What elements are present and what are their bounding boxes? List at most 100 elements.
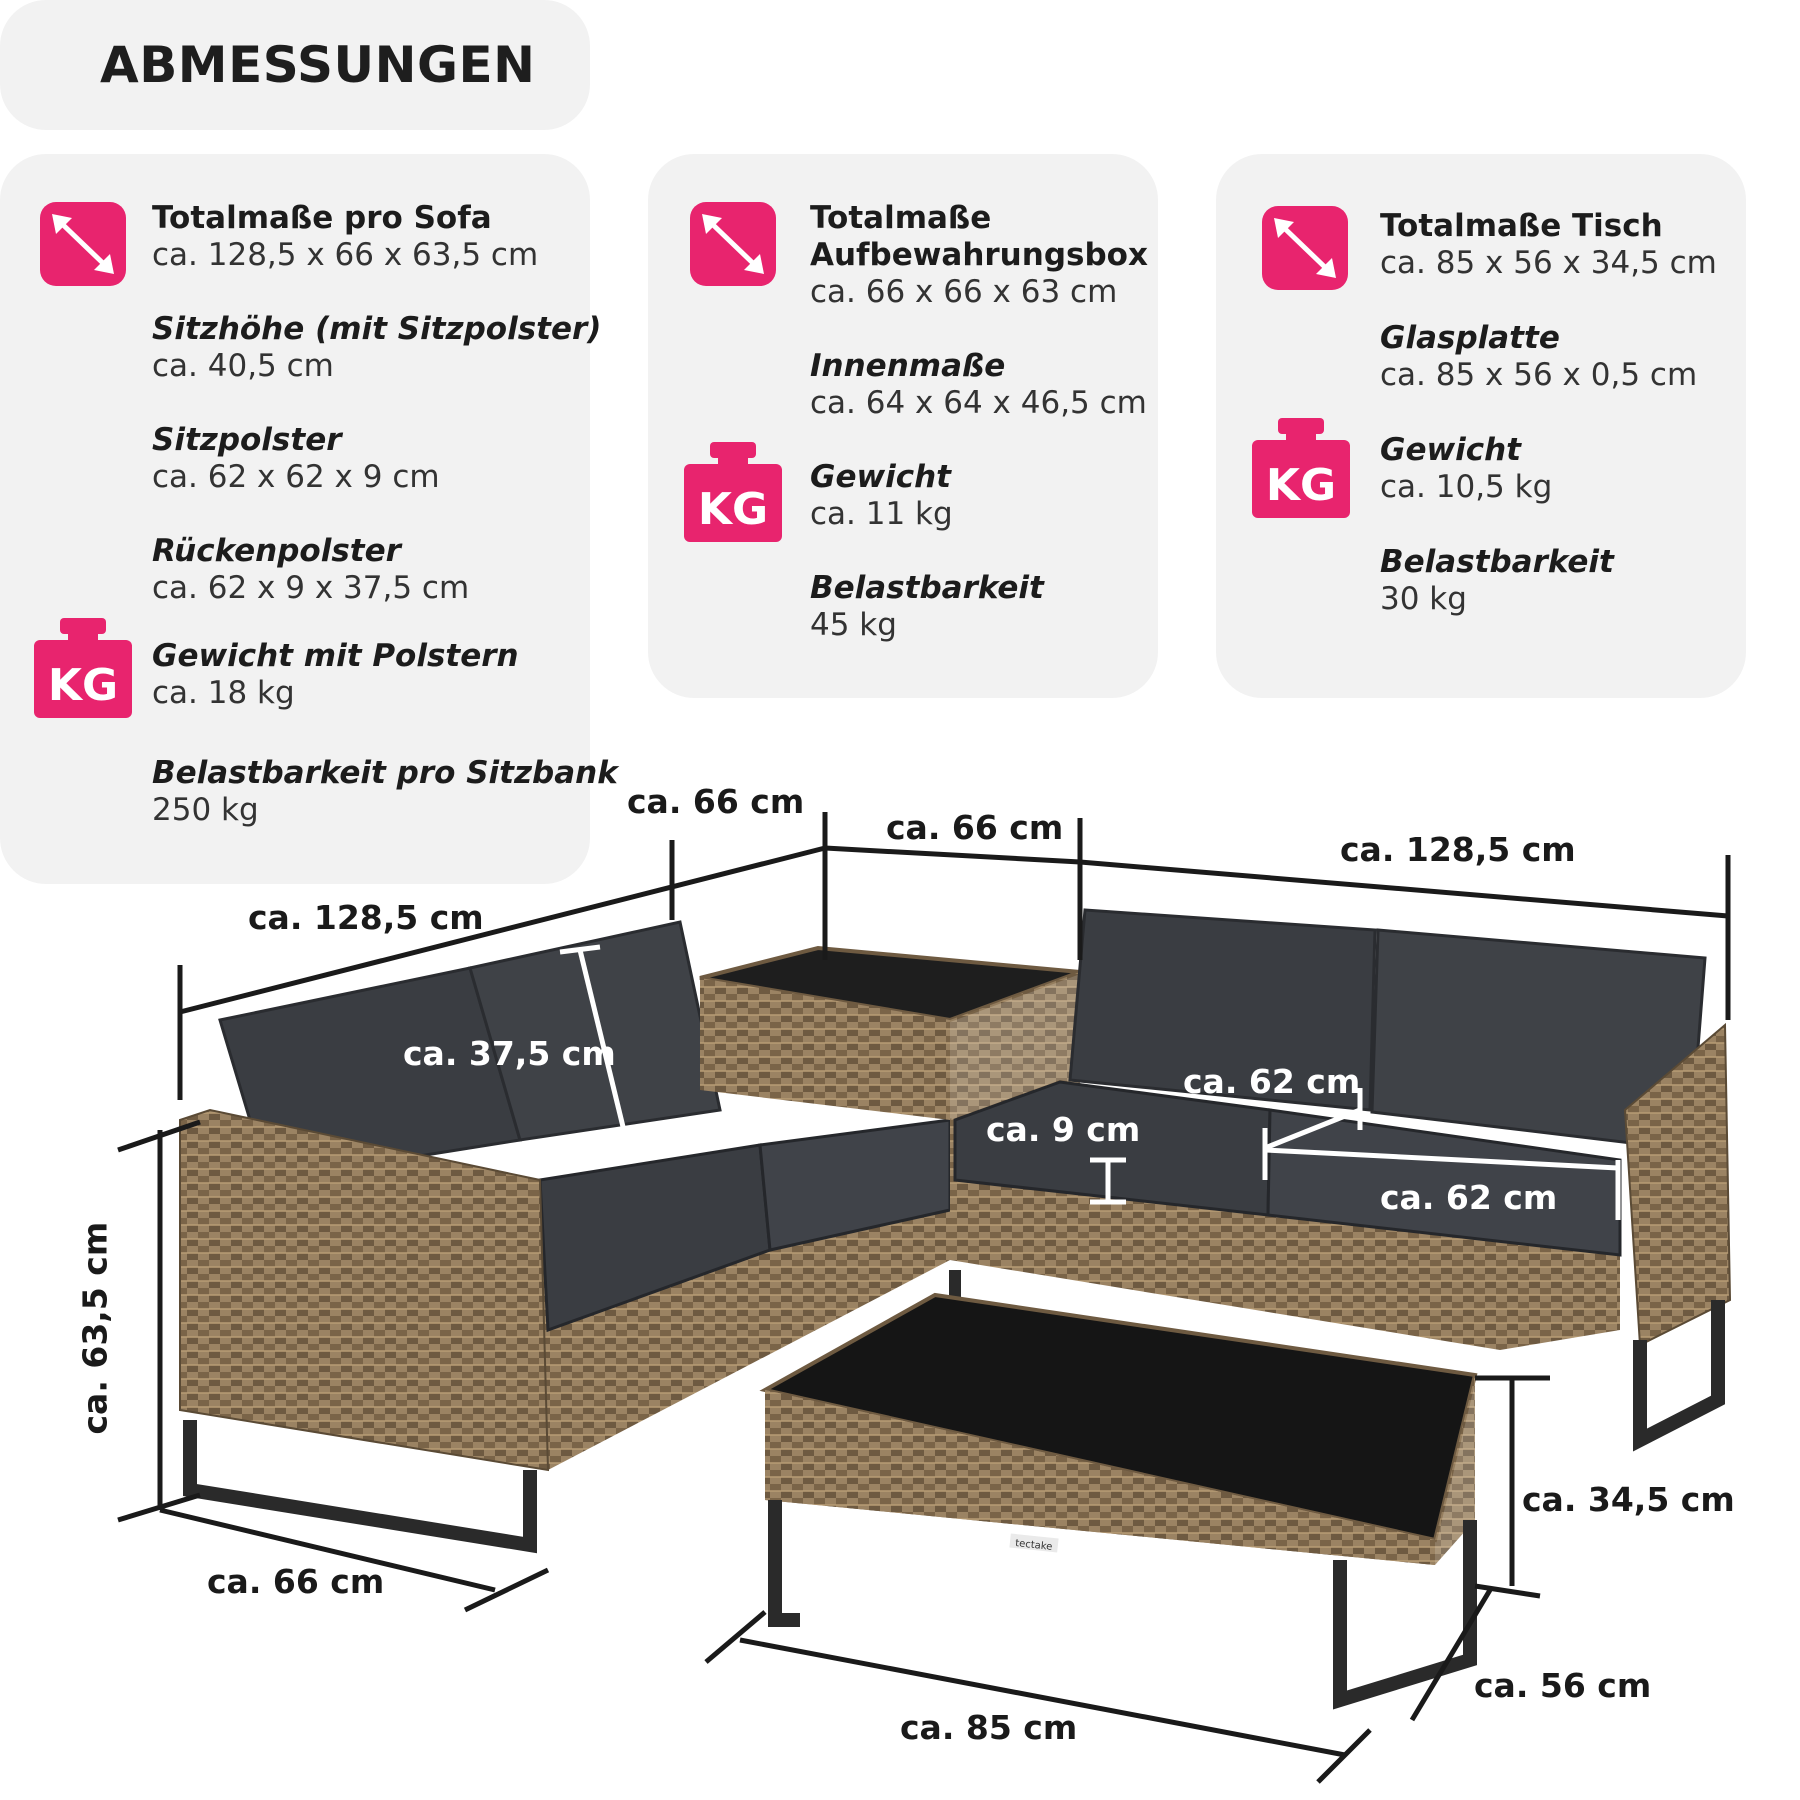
- dim-tick: [1316, 1728, 1372, 1784]
- right-seat-cushion-2: [1266, 1108, 1622, 1257]
- dim-label-cushion-thickness: ca. 9 cm: [986, 1110, 1141, 1149]
- spec-label: Totalmaße: [810, 200, 992, 236]
- spec-label: Sitzhöhe (mit Sitzpolster): [152, 311, 602, 347]
- kg-weight-icon: KG: [684, 442, 782, 542]
- spec-seat-cushion: Sitzpolster ca. 62 x 62 x 9 cm: [152, 422, 440, 496]
- dim-tick: [604, 1130, 646, 1141]
- dimension-lines: [117, 812, 1731, 1784]
- page-title: ABMESSUNGEN: [100, 36, 536, 94]
- spec-label-line2: Aufbewahrungsbox: [810, 237, 1148, 273]
- dim-line-cushion-width: [1264, 1147, 1619, 1171]
- kg-weight-icon: KG: [1252, 418, 1350, 518]
- dim-line-cushion-depth: [1264, 1107, 1361, 1151]
- coffee-table: tectake: [759, 1292, 1478, 1710]
- spec-label: Rückenpolster: [152, 533, 401, 569]
- dim-label-box-width: ca. 66 cm: [886, 808, 1064, 847]
- kg-icon-text: KG: [698, 484, 768, 535]
- dim-label-right-sofa-length: ca. 128,5 cm: [1340, 830, 1576, 869]
- spec-load-table: Belastbarkeit 30 kg: [1380, 544, 1614, 618]
- storage-box: [699, 945, 1081, 1120]
- brand-tag-text: tectake: [1015, 1538, 1053, 1553]
- spec-label: Gewicht: [810, 459, 951, 495]
- dim-tick: [117, 1119, 201, 1153]
- box-front: [700, 978, 950, 1120]
- right-sofa-arm: [1623, 1022, 1732, 1347]
- spec-seat-height: Sitzhöhe (mit Sitzpolster) ca. 40,5 cm: [152, 311, 601, 385]
- dim-label-back-cushion: ca. 37,5 cm: [403, 1034, 616, 1073]
- diagonal-arrow-icon: [1262, 206, 1348, 290]
- diagonal-arrow-icon: [40, 202, 126, 286]
- spec-total-sofa: Totalmaße pro Sofa ca. 128,5 x 66 x 63,5…: [152, 200, 538, 274]
- spec-value: 250 kg: [152, 792, 259, 828]
- dim-tick: [1474, 1583, 1541, 1599]
- brand-tag: [1009, 1533, 1059, 1553]
- right-back-cushion-1: [1068, 908, 1377, 1112]
- spec-value: ca. 128,5 x 66 x 63,5 cm: [152, 237, 539, 273]
- dim-line-left-sofa-length: [179, 845, 826, 1015]
- spec-load-sofa: Belastbarkeit pro Sitzbank 250 kg: [152, 755, 618, 829]
- spec-label: Totalmaße pro Sofa: [152, 200, 492, 236]
- dim-label-table-height: ca. 34,5 cm: [1522, 1480, 1735, 1519]
- spec-label: Innenmaße: [810, 348, 1006, 384]
- dim-tick: [704, 1610, 767, 1664]
- dim-label-box-depth: ca. 66 cm: [627, 782, 805, 821]
- kg-icon-text: KG: [48, 660, 118, 711]
- table-legs-left: [768, 1500, 800, 1627]
- spec-value: ca. 10,5 kg: [1380, 469, 1553, 505]
- spec-weight-table: Gewicht ca. 10,5 kg: [1380, 432, 1552, 506]
- spec-label: Gewicht: [1380, 432, 1521, 468]
- cushion-dimension-lines: [559, 944, 1621, 1220]
- spec-weight-box: Gewicht ca. 11 kg: [810, 459, 953, 533]
- spec-value: ca. 85 x 56 x 0,5 cm: [1380, 357, 1698, 393]
- spec-load-box: Belastbarkeit 45 kg: [810, 570, 1044, 644]
- spec-value: ca. 18 kg: [152, 675, 295, 711]
- spec-value: ca. 11 kg: [810, 496, 953, 532]
- spec-back-cushion: Rückenpolster ca. 62 x 9 x 37,5 cm: [152, 533, 469, 607]
- dim-line-back-cushion: [577, 949, 628, 1136]
- dim-line-box-width: [824, 845, 1081, 865]
- spec-value: ca. 62 x 9 x 37,5 cm: [152, 570, 470, 606]
- spec-weight-sofa: Gewicht mit Polstern ca. 18 kg: [152, 638, 519, 712]
- spec-value: ca. 64 x 64 x 46,5 cm: [810, 385, 1147, 421]
- dim-line-right-sofa-length: [1079, 859, 1729, 919]
- spec-label: Sitzpolster: [152, 422, 342, 458]
- kg-weight-icon: KG: [34, 618, 132, 718]
- dim-line-table-depth: [1409, 1588, 1493, 1722]
- spec-total-box: Totalmaße Aufbewahrungsbox ca. 66 x 66 x…: [810, 200, 1148, 311]
- table-front-lower: [765, 1390, 1435, 1565]
- right-sofa-legs: [1633, 1300, 1725, 1452]
- right-sofa: [949, 908, 1732, 1452]
- spec-glass-table: Glasplatte ca. 85 x 56 x 0,5 cm: [1380, 320, 1697, 394]
- left-sofa-arm: [179, 1108, 550, 1472]
- table-right-side: [1435, 1375, 1475, 1565]
- spec-total-table: Totalmaße Tisch ca. 85 x 56 x 34,5 cm: [1380, 208, 1717, 282]
- dim-label-left-sofa-length: ca. 128,5 cm: [248, 898, 484, 937]
- dim-tick: [117, 1492, 201, 1523]
- box-side: [950, 972, 1080, 1120]
- dim-label-cushion-width: ca. 62 cm: [1380, 1178, 1558, 1217]
- spec-value: ca. 62 x 62 x 9 cm: [152, 459, 440, 495]
- spec-value: ca. 66 x 66 x 63 cm: [810, 274, 1118, 310]
- table-legs-right: [1333, 1520, 1477, 1710]
- dim-label-cushion-depth: ca. 62 cm: [1183, 1062, 1361, 1101]
- diagonal-arrow-icon: [690, 202, 776, 286]
- left-sofa-legs: [183, 1420, 537, 1554]
- left-sofa: [179, 920, 952, 1554]
- dim-tick: [463, 1567, 550, 1613]
- spec-label: Belastbarkeit: [810, 570, 1044, 606]
- left-back-cushion-2: [468, 920, 722, 1142]
- dim-label-sofa-height: ca. 63,5 cm: [75, 1221, 115, 1435]
- title-pill: ABMESSUNGEN: [0, 0, 590, 130]
- spec-value: 30 kg: [1380, 581, 1467, 617]
- dim-label-sofa-depth: ca. 66 cm: [207, 1562, 385, 1601]
- dim-tick: [559, 944, 601, 955]
- dim-label-table-depth: ca. 56 cm: [1474, 1666, 1652, 1705]
- kg-icon-text: KG: [1266, 460, 1336, 511]
- spec-value: ca. 40,5 cm: [152, 348, 334, 384]
- dim-line-table-width: [739, 1637, 1346, 1758]
- dim-label-table-width: ca. 85 cm: [900, 1708, 1078, 1747]
- spec-label: Glasplatte: [1380, 320, 1560, 356]
- spec-label: Belastbarkeit pro Sitzbank: [152, 755, 618, 791]
- spec-inner-box: Innenmaße ca. 64 x 64 x 46,5 cm: [810, 348, 1147, 422]
